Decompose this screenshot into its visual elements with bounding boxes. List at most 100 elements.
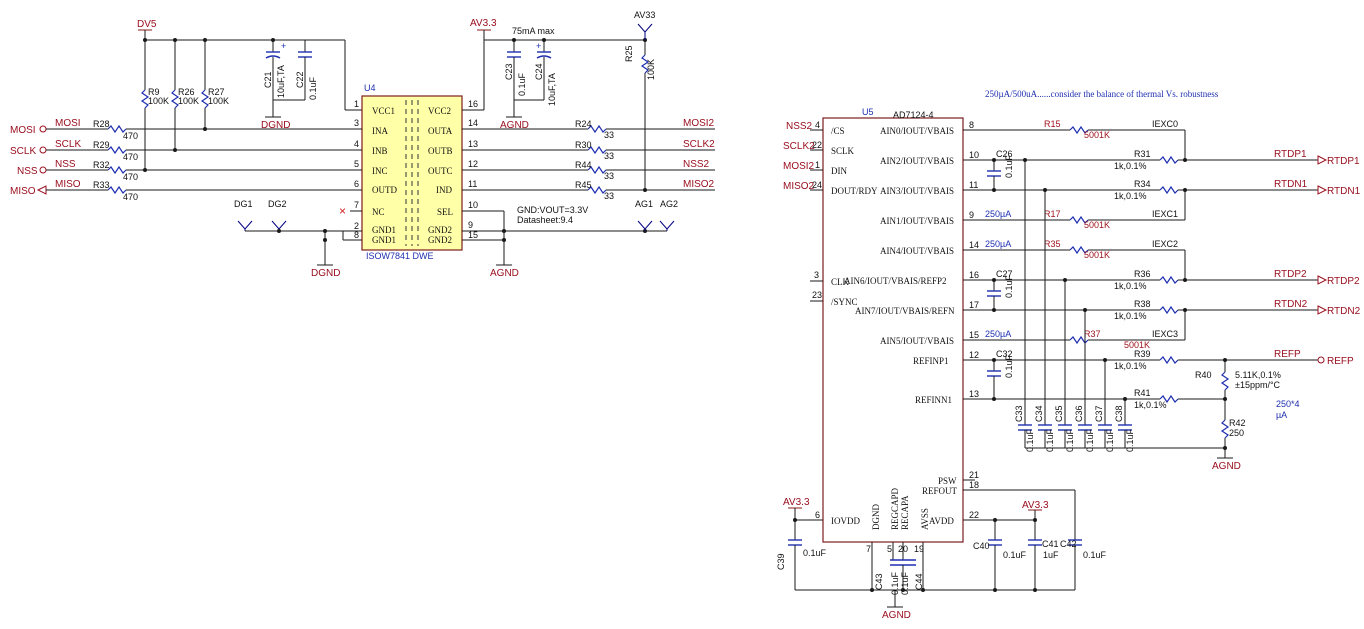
svg-text:NSS2: NSS2: [683, 159, 710, 170]
svg-text:R30: R30: [575, 140, 592, 150]
svg-text:AVDD: AVDD: [929, 516, 954, 526]
svg-text:REFP: REFP: [1327, 356, 1354, 367]
svg-text:C32: C32: [996, 349, 1013, 359]
svg-text:C40: C40: [973, 541, 990, 551]
excitation-paths: R15 5001K IEXC0 250µA R17 5001K IEXC1 25…: [963, 119, 1186, 350]
svg-text:SCLK: SCLK: [55, 139, 81, 150]
svg-text:OUTD: OUTD: [372, 185, 397, 195]
svg-text:AG2: AG2: [660, 199, 678, 209]
svg-text:R35: R35: [1044, 239, 1061, 249]
c22-value: 0.1uF: [308, 76, 318, 100]
svg-text:5001K: 5001K: [1124, 340, 1150, 350]
svg-text:MISO2: MISO2: [783, 181, 815, 192]
svg-text:IEXC3: IEXC3: [1152, 329, 1178, 339]
svg-text:DG2: DG2: [268, 199, 287, 209]
r27-ref: R27: [208, 87, 225, 97]
filter-caps-vertical: C26 0.1uF C27 0.1uF C32 0.1uF: [987, 149, 1014, 401]
svg-text:0.1uF: 0.1uF: [1004, 154, 1014, 178]
mosi-port[interactable]: [39, 125, 47, 133]
nss-port[interactable]: [39, 166, 47, 174]
svg-text:10uF,TA: 10uF,TA: [547, 73, 557, 106]
svg-text:1k,0.1%: 1k,0.1%: [1114, 361, 1147, 371]
svg-text:REFINN1: REFINN1: [915, 395, 952, 405]
svg-text:INA: INA: [372, 126, 388, 136]
excitation-unit: µA: [1276, 410, 1287, 420]
svg-text:R32: R32: [93, 160, 110, 170]
mosi-port-label: MOSI: [10, 125, 36, 136]
svg-text:1k,0.1%: 1k,0.1%: [1114, 161, 1147, 171]
svg-text:IEXC2: IEXC2: [1152, 239, 1178, 249]
gnd-vout-note: GND:VOUT=3.3V: [517, 205, 588, 215]
svg-text:VCC1: VCC1: [372, 106, 395, 116]
svg-text:DOUT/RDY: DOUT/RDY: [831, 186, 878, 196]
svg-text:8: 8: [354, 230, 359, 240]
svg-text:0.1uF: 0.1uF: [1125, 428, 1135, 452]
agnd-top-label: AGND: [500, 120, 529, 131]
dg-ground-net: DG1 DG2 DGND: [234, 199, 344, 279]
svg-text:16: 16: [969, 270, 979, 280]
svg-text:R24: R24: [575, 119, 592, 129]
c21-ref: C21: [263, 71, 273, 88]
u5-ref: U5: [862, 107, 874, 117]
svg-text:R42: R42: [1229, 418, 1246, 428]
svg-text:R41: R41: [1134, 388, 1151, 398]
svg-text:R40: R40: [1195, 370, 1212, 380]
svg-text:OUTA: OUTA: [428, 126, 453, 136]
svg-text:17: 17: [969, 300, 979, 310]
svg-text:R15: R15: [1044, 119, 1061, 129]
svg-text:VCC2: VCC2: [428, 106, 451, 116]
svg-text:8: 8: [969, 120, 974, 130]
svg-text:5: 5: [887, 544, 892, 554]
svg-text:REFINP1: REFINP1: [913, 356, 949, 366]
u5-right-pins: AIN0/IOUT/VBAIS 8 AIN2/IOUT/VBAIS 10 AIN…: [844, 120, 979, 526]
svg-text:0.1uF: 0.1uF: [1025, 428, 1035, 452]
svg-text:1k,0.1%: 1k,0.1%: [1114, 281, 1147, 291]
svg-text:C37: C37: [1094, 405, 1104, 422]
svg-text:19: 19: [914, 544, 924, 554]
svg-text:6: 6: [815, 510, 820, 520]
svg-text:2: 2: [354, 221, 359, 231]
svg-text:R37: R37: [1084, 329, 1101, 339]
svg-text:C38: C38: [1114, 405, 1124, 422]
c21-value: 10uF,TA: [276, 65, 286, 98]
dv5-power-symbol: DV5: [137, 19, 157, 40]
svg-text:15: 15: [468, 230, 478, 240]
svg-text:0.1uF: 0.1uF: [1004, 354, 1014, 378]
r27-resistor: [200, 89, 210, 109]
svg-text:NSS: NSS: [17, 166, 38, 177]
svg-text:R44: R44: [575, 160, 592, 170]
svg-text:GND1: GND1: [372, 235, 396, 245]
svg-text:C42: C42: [1060, 539, 1077, 549]
svg-text:3: 3: [354, 118, 359, 128]
svg-text:OUTB: OUTB: [428, 146, 453, 156]
sclk-port[interactable]: [39, 146, 47, 154]
agnd-r42-label: AGND: [1212, 461, 1241, 472]
svg-text:22: 22: [812, 140, 822, 150]
avdd-supply: AV3.3 C40 0.1uF C41 1uF C42 0.1uF: [963, 479, 1107, 592]
svg-text:DGND: DGND: [871, 504, 881, 530]
av33-left-power: AV3.3: [462, 18, 497, 111]
svg-text:4: 4: [815, 120, 820, 130]
svg-text:SCLK: SCLK: [831, 146, 855, 156]
svg-text:5.11K,0.1%: 5.11K,0.1%: [1235, 370, 1281, 380]
r26-ref: R26: [178, 87, 195, 97]
svg-text:33: 33: [604, 191, 614, 201]
svg-text:R38: R38: [1134, 299, 1151, 309]
svg-text:OUTC: OUTC: [428, 166, 453, 176]
svg-text:C34: C34: [1034, 405, 1044, 422]
u5-adc-chip: [822, 117, 964, 543]
svg-text:33: 33: [604, 171, 614, 181]
u4-ref: U4: [364, 83, 376, 93]
svg-text:IEXC0: IEXC0: [1152, 119, 1178, 129]
r26-resistor: [170, 89, 180, 109]
svg-text:SEL: SEL: [437, 207, 453, 217]
svg-text:1k,0.1%: 1k,0.1%: [1114, 311, 1147, 321]
svg-text:9: 9: [969, 210, 974, 220]
svg-text:1k,0.1%: 1k,0.1%: [1134, 400, 1167, 410]
miso-port[interactable]: [36, 185, 47, 195]
svg-text:33: 33: [604, 151, 614, 161]
svg-text:0.1uF: 0.1uF: [1085, 428, 1095, 452]
svg-text:7: 7: [866, 544, 871, 554]
svg-text:AV3.3: AV3.3: [783, 497, 810, 508]
